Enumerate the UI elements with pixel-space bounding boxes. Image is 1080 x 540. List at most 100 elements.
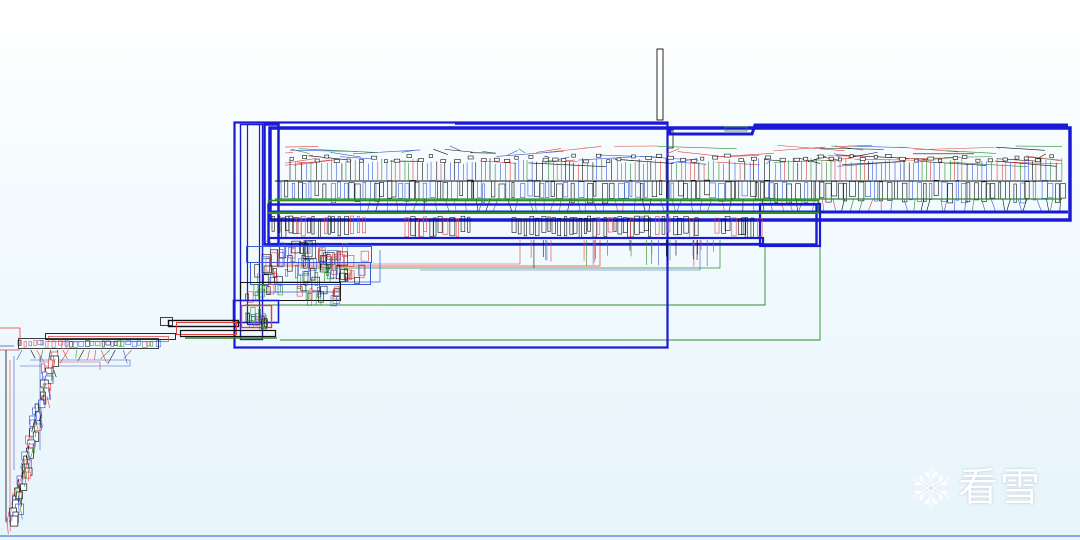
- graph-node: [40, 339, 44, 346]
- graph-node: [330, 183, 336, 204]
- graph-node: [793, 157, 800, 162]
- graph-node: [296, 286, 303, 297]
- graph-node: [302, 155, 307, 159]
- graph-node: [680, 157, 686, 162]
- graph-node: [955, 180, 959, 201]
- graph-node: [85, 340, 90, 347]
- graph-node: [362, 182, 367, 199]
- entry-marker: [656, 48, 664, 121]
- graph-node: [10, 515, 19, 527]
- graph-node: [440, 159, 447, 163]
- graph-edge: [1017, 198, 1023, 213]
- graph-node: [606, 159, 611, 164]
- graph-edge: [21, 490, 23, 507]
- graph-node: [583, 159, 589, 164]
- graph-edge: [496, 150, 564, 157]
- graph-node: [311, 276, 320, 292]
- graph-node: [387, 180, 393, 199]
- graph-edge: [25, 460, 28, 469]
- graph-node: [362, 217, 367, 234]
- graph-edge: [1046, 198, 1050, 213]
- graph-node: [428, 154, 433, 158]
- graph-edge: [716, 161, 760, 166]
- graph-node: [335, 265, 341, 280]
- graph-node: [899, 156, 906, 161]
- graph-edge: [284, 152, 294, 154]
- graph-node: [422, 182, 428, 203]
- graph-edge: [20, 459, 24, 469]
- graph-node: [908, 180, 913, 201]
- graph-node: [310, 268, 316, 281]
- graph-node: [990, 183, 996, 199]
- graph-edge: [914, 147, 995, 151]
- graph-node: [629, 179, 633, 197]
- graph-node: [1041, 180, 1048, 199]
- graph-node: [815, 180, 820, 200]
- graph-node: [616, 157, 622, 162]
- graph-edge: [841, 198, 845, 213]
- graph-node: [391, 180, 397, 198]
- graph-node: [738, 158, 744, 162]
- graph-node: [346, 158, 351, 163]
- graph-node: [263, 318, 268, 327]
- graph-node: [1023, 156, 1029, 161]
- graph-node: [370, 180, 377, 200]
- graph-node: [587, 183, 594, 204]
- graph-node: [305, 290, 309, 301]
- graph-edge: [62, 349, 68, 360]
- graph-node: [952, 156, 958, 160]
- cluster-frame: [240, 304, 273, 329]
- graph-node: [962, 155, 968, 159]
- graph-node: [32, 407, 37, 415]
- graph-edge: [926, 198, 931, 213]
- graph-node: [20, 483, 28, 491]
- graph-node: [741, 180, 748, 197]
- graph-node: [289, 156, 294, 161]
- graph-node: [263, 265, 273, 275]
- graph-node: [179, 329, 277, 338]
- graph-node: [331, 216, 335, 233]
- graph-node: [683, 216, 689, 234]
- graph-node: [45, 341, 49, 349]
- graph-node: [928, 182, 933, 200]
- graph-node: [350, 215, 354, 234]
- graph-edge: [944, 156, 993, 158]
- graph-node: [333, 159, 340, 163]
- graph-node: [504, 158, 511, 163]
- graph-node: [667, 155, 674, 160]
- graph-edge: [836, 154, 910, 159]
- graph-node: [542, 157, 549, 162]
- graph-node: [795, 183, 801, 200]
- graph-node: [51, 340, 56, 348]
- graph-node: [661, 216, 666, 235]
- graph-edge: [953, 198, 956, 213]
- graph-edge: [40, 407, 43, 419]
- graph-node: [371, 155, 378, 160]
- graph-edge: [21, 466, 24, 480]
- graph-edge: [943, 198, 948, 213]
- graph-node: [551, 217, 556, 234]
- graph-node: [460, 215, 466, 232]
- graph-node: [160, 317, 173, 326]
- graph-node: [731, 217, 737, 237]
- graph-node: [150, 340, 153, 347]
- graph-edge: [284, 146, 319, 148]
- graph-edge: [75, 349, 77, 359]
- graph-node: [337, 181, 341, 198]
- graph-node: [613, 217, 617, 232]
- graph-node: [825, 182, 832, 203]
- graph-node: [266, 286, 271, 295]
- graph-node: [624, 182, 629, 199]
- graph-node: [865, 181, 872, 198]
- graph-edge: [1049, 198, 1054, 213]
- cluster-frame: [240, 282, 341, 301]
- cluster-frame: [267, 236, 765, 246]
- graph-node: [279, 252, 285, 267]
- graph-node: [348, 182, 355, 201]
- graph-node: [433, 217, 437, 237]
- graph-node: [491, 180, 496, 198]
- graph-node: [307, 217, 311, 234]
- snowflake-icon: [913, 467, 949, 509]
